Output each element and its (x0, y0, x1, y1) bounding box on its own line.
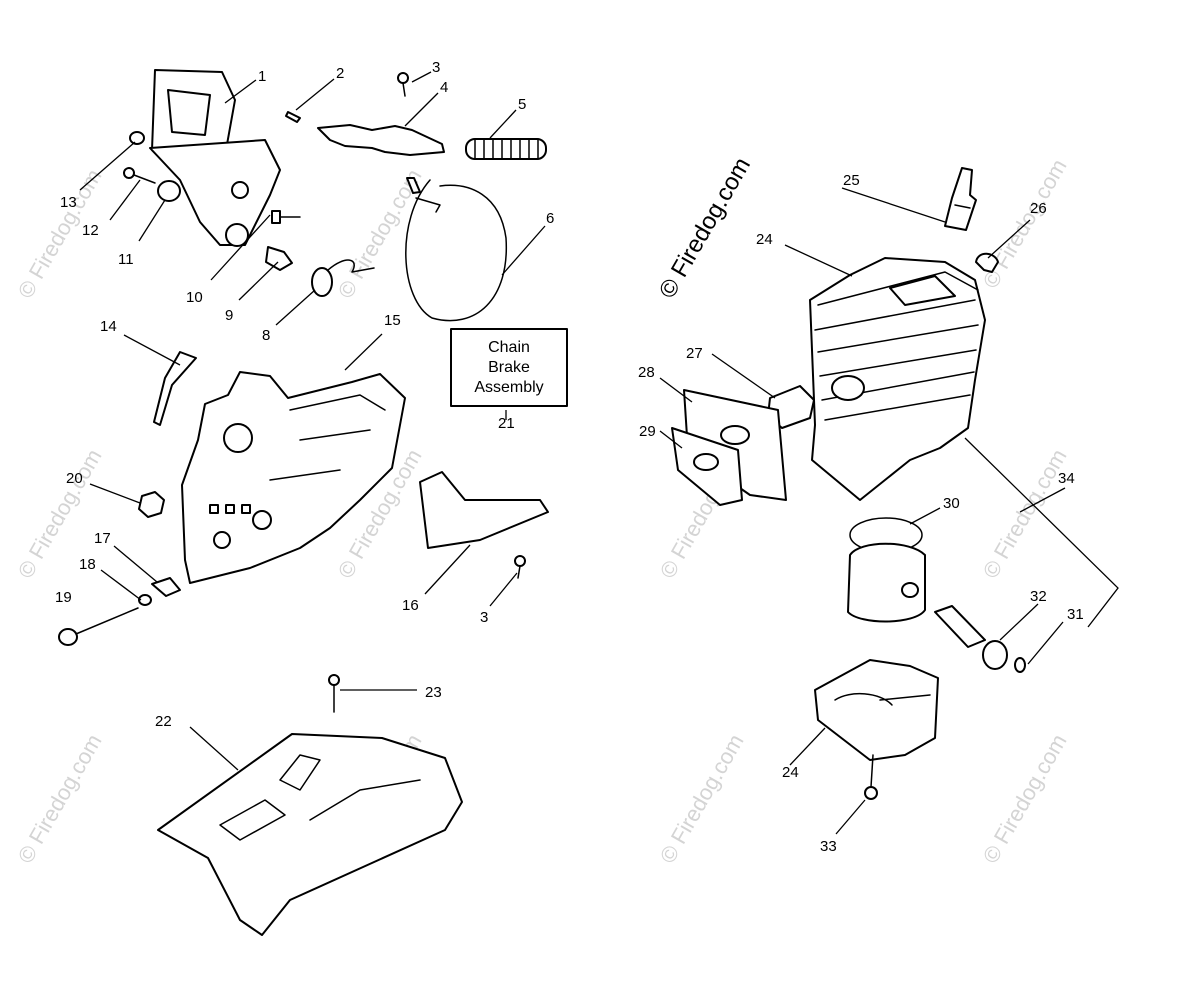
part-3-screw-b (514, 555, 526, 579)
callout-22: 22 (155, 713, 172, 730)
part-29-gasket (671, 427, 743, 506)
part-17-adjuster (151, 577, 181, 597)
part-20-nut (138, 491, 165, 518)
part-9-bushing (265, 246, 293, 271)
callout-3: 3 (432, 59, 440, 76)
part-14-clip (153, 351, 197, 426)
part-23-screw (328, 674, 340, 713)
part-11-spacer (157, 180, 181, 202)
callout-11: 11 (118, 251, 134, 268)
callout-24b: 24 (782, 764, 799, 781)
callout-12: 12 (82, 222, 99, 239)
part-13-washer (129, 131, 145, 145)
callout-30: 30 (943, 495, 960, 512)
callout-33: 33 (820, 838, 837, 855)
callout-5: 5 (518, 96, 526, 113)
callout-15: 15 (384, 312, 401, 329)
part-5-spring (465, 138, 547, 160)
part-18-washer (138, 594, 152, 606)
callout-labels: 1 2 3 4 5 6 8 9 10 11 12 13 14 15 16 3 1… (55, 59, 1084, 855)
part-28-heat-shield (683, 389, 787, 501)
watermark: © Firedog.com (978, 730, 1072, 868)
callout-10: 10 (186, 289, 203, 306)
callout-19: 19 (55, 589, 72, 606)
part-8-torsion-spring (311, 259, 375, 297)
part-19-tension-screw (58, 607, 139, 646)
part-piston (847, 542, 926, 623)
callout-2: 2 (336, 65, 344, 82)
part-2-pin (285, 111, 301, 123)
part-3-screw (397, 72, 409, 97)
watermark: © Firedog.com (13, 730, 107, 868)
box-label-line1: Chain (488, 339, 530, 356)
callout-21: 21 (498, 415, 515, 432)
box-label-line3: Assembly (474, 379, 543, 396)
callout-18: 18 (79, 556, 96, 573)
part-6-brake-band (405, 177, 507, 322)
part-12-screw (123, 167, 156, 184)
part-16-deflector (419, 471, 549, 549)
part-10-bolt (271, 210, 301, 224)
callout-1: 1 (258, 68, 266, 85)
callout-20: 20 (66, 470, 83, 487)
callout-16: 16 (402, 597, 419, 614)
callout-4: 4 (440, 79, 448, 96)
part-33-screw (864, 754, 878, 800)
part-26-clip (975, 252, 999, 273)
callout-23: 23 (425, 684, 442, 701)
part-15-clutch-cover (181, 371, 406, 584)
callout-17: 17 (94, 530, 111, 547)
part-24-crankcase-half (814, 659, 939, 761)
part-1-hand-guard (149, 69, 281, 247)
callout-26: 26 (1030, 200, 1047, 217)
callout-13: 13 (60, 194, 77, 211)
watermark: © Firedog.com (978, 445, 1072, 583)
part-32-bearing (982, 640, 1008, 670)
callout-34: 34 (1058, 470, 1075, 487)
box-label-line2: Brake (488, 359, 530, 376)
callout-9: 9 (225, 307, 233, 324)
callout-29: 29 (639, 423, 656, 440)
part-24-cylinder (809, 257, 986, 501)
callout-24: 24 (756, 231, 773, 248)
callout-28: 28 (638, 364, 655, 381)
callout-32: 32 (1030, 588, 1047, 605)
part-31-circlip (1014, 657, 1026, 673)
callout-14: 14 (100, 318, 117, 335)
leader-lines (79, 71, 1119, 835)
callout-31: 31 (1067, 606, 1084, 623)
chain-brake-assembly-box: Chain Brake Assembly (450, 328, 568, 407)
watermark-primary: © Firedog.com (654, 153, 756, 303)
callout-27: 27 (686, 345, 703, 362)
watermark: © Firedog.com (655, 730, 749, 868)
part-wrist-pin (934, 605, 986, 648)
callout-6: 6 (546, 210, 554, 227)
part-22-top-cover (157, 733, 463, 936)
part-25-spark-plug (944, 167, 977, 231)
part-4-brake-lever (317, 124, 445, 156)
callout-25: 25 (843, 172, 860, 189)
callout-8: 8 (262, 327, 270, 344)
callout-3b: 3 (480, 609, 488, 626)
